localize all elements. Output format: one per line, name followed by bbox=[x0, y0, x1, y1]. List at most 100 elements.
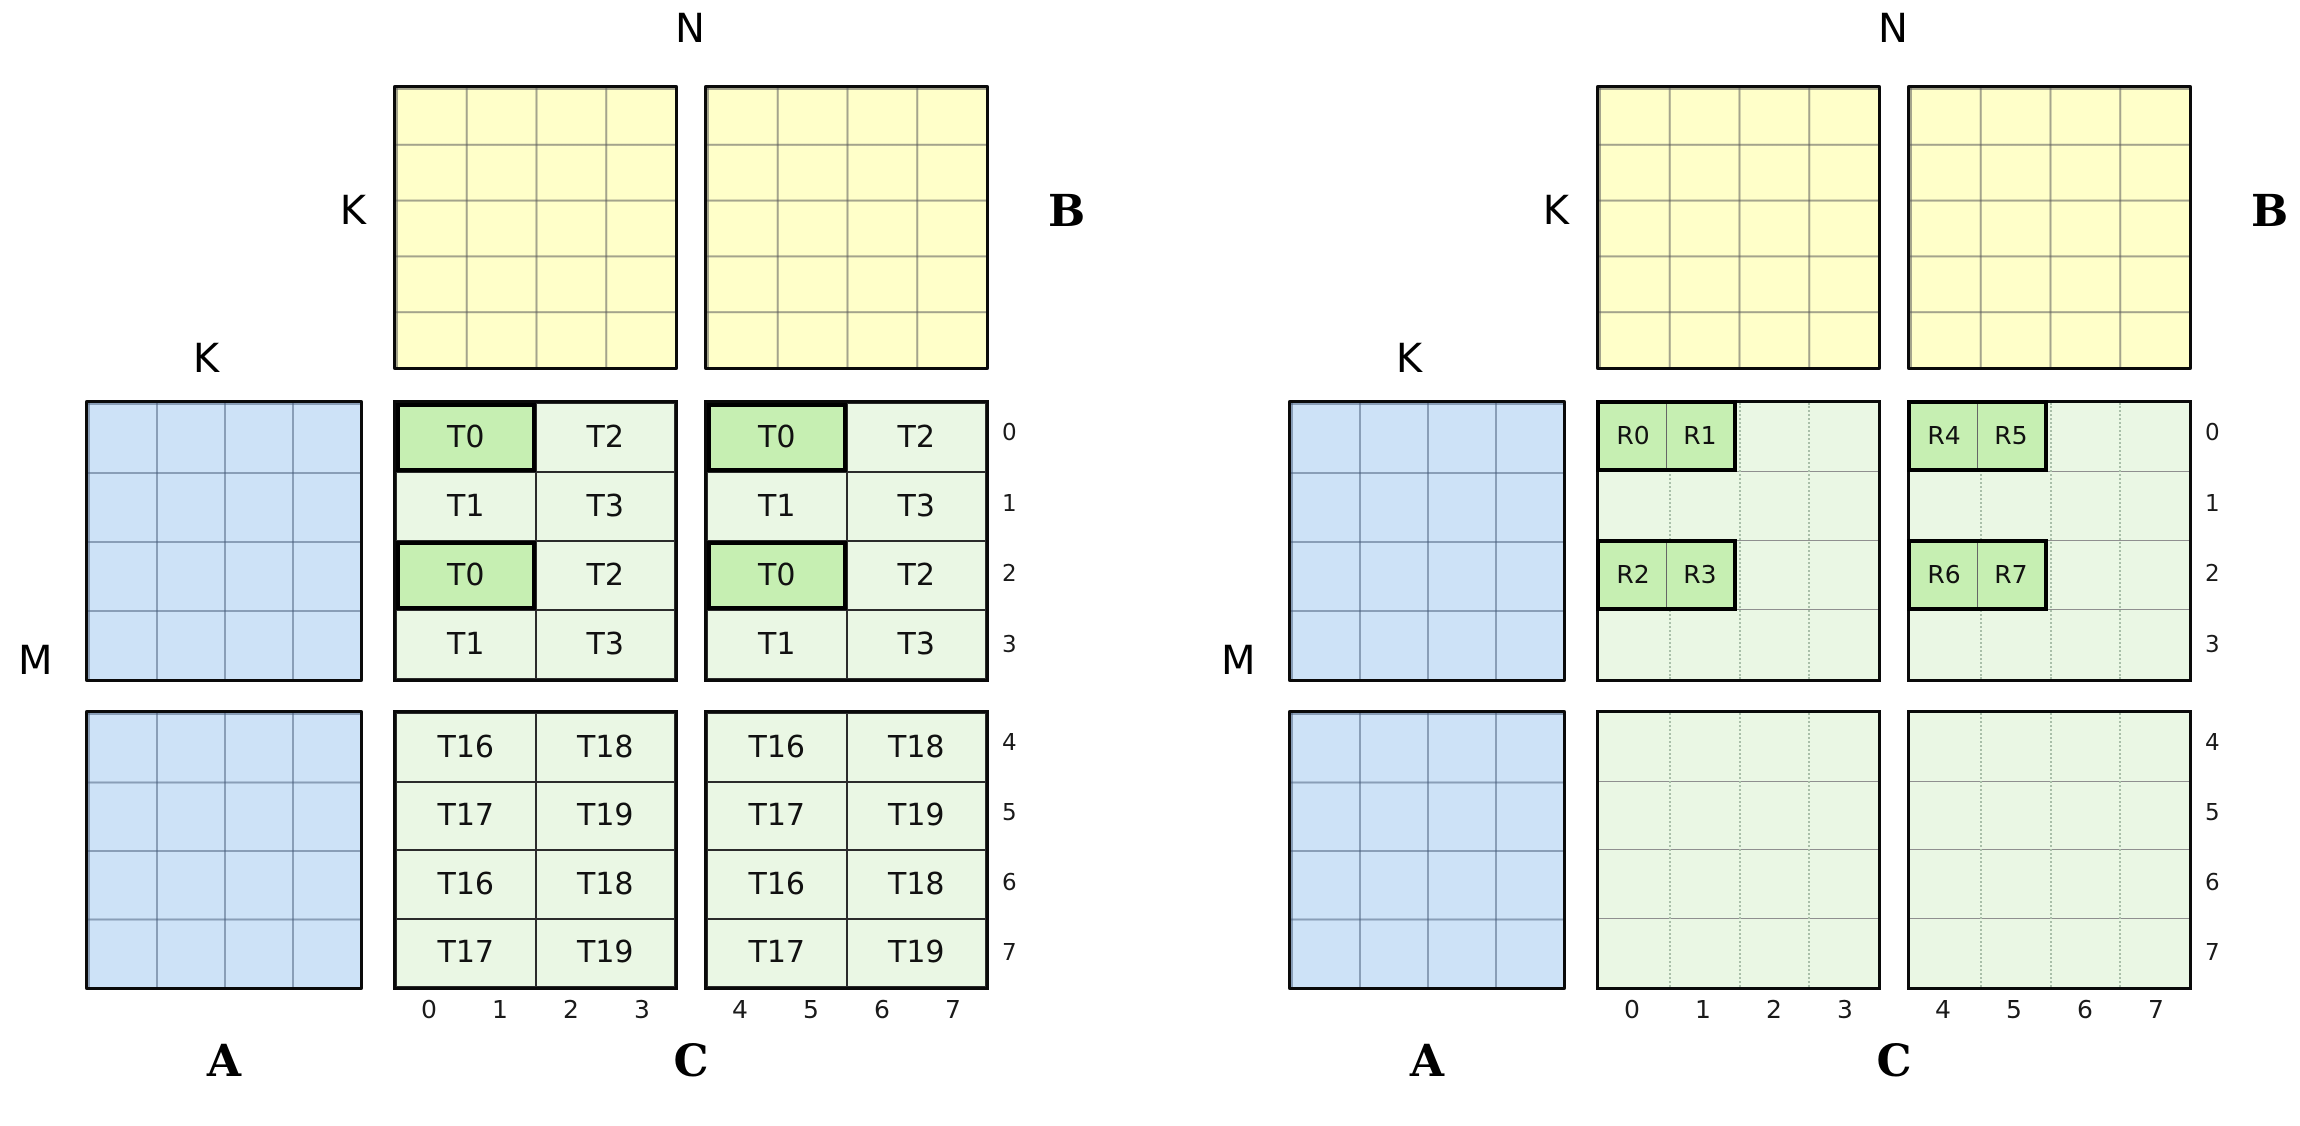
c-row-index: 3 bbox=[2205, 632, 2220, 658]
dotted-col-divider bbox=[2049, 713, 2052, 987]
register-tiling-diagram: N K B K M A R0 R1 R2 R3 bbox=[1203, 0, 2300, 1126]
dotted-col-divider bbox=[1808, 403, 1811, 679]
c-thread-cell: T2 bbox=[846, 541, 986, 610]
c-thread-cell: T18 bbox=[846, 713, 986, 782]
matrix-c-label: C bbox=[673, 1036, 709, 1087]
register-cell: R1 bbox=[1683, 421, 1717, 451]
c-row-index: 1 bbox=[2205, 491, 2220, 517]
c-thread-cell: T19 bbox=[846, 781, 986, 850]
c-thread-cell-highlighted: T0 bbox=[707, 403, 847, 472]
c-thread-cell: T3 bbox=[535, 472, 675, 541]
register-cell: R6 bbox=[1911, 543, 1978, 607]
matrix-a-block-top bbox=[85, 400, 363, 682]
register-cell: R7 bbox=[1994, 560, 2028, 590]
matrix-a-label: A bbox=[206, 1036, 242, 1087]
dotted-col-divider bbox=[1738, 713, 1741, 987]
c-thread-cell: T1 bbox=[707, 610, 847, 679]
c-thread-cell: T3 bbox=[535, 610, 675, 679]
c-row-index: 5 bbox=[1002, 800, 1017, 826]
c-row-index: 1 bbox=[1002, 491, 1017, 517]
c-thread-cell: T16 bbox=[396, 713, 536, 782]
c-col-index: 3 bbox=[1837, 995, 1853, 1024]
dotted-col-divider bbox=[2119, 713, 2122, 987]
thread-tiling-diagram: N K B K M A T0 T2 T1 T3 T0 T2 T1 T3 T0 T… bbox=[18, 6, 1086, 1087]
register-box: R6 R7 bbox=[1907, 539, 2048, 611]
c-thread-cell: T1 bbox=[396, 472, 536, 541]
c-thread-cell: T3 bbox=[846, 610, 986, 679]
c-thread-cell: T3 bbox=[846, 472, 986, 541]
c-thread-cell: T1 bbox=[396, 610, 536, 679]
c-thread-cell-highlighted: T0 bbox=[396, 541, 536, 610]
c-col-index: 7 bbox=[945, 995, 961, 1024]
register-box: R0 R1 bbox=[1596, 400, 1737, 472]
c-col-index: 4 bbox=[1935, 995, 1951, 1024]
c-thread-cell-highlighted: T0 bbox=[707, 541, 847, 610]
m-dimension-label: M bbox=[18, 638, 53, 684]
matrix-a-block-top bbox=[1288, 400, 1566, 682]
c-col-index: 2 bbox=[1766, 995, 1782, 1024]
matrix-b-label: B bbox=[2251, 186, 2289, 237]
c-quadrant-top-right: T0 T2 T1 T3 T0 T2 T1 T3 bbox=[704, 400, 989, 682]
register-cell: R0 bbox=[1600, 404, 1667, 468]
register-cell: R4 bbox=[1911, 404, 1978, 468]
c-col-index: 0 bbox=[1624, 995, 1640, 1024]
n-dimension-label: N bbox=[1878, 6, 1908, 52]
c-row-index: 6 bbox=[2205, 870, 2220, 896]
c-col-index: 3 bbox=[634, 995, 650, 1024]
c-col-index: 2 bbox=[563, 995, 579, 1024]
matrix-a-block-bottom bbox=[1288, 710, 1566, 990]
c-thread-cell: T18 bbox=[535, 850, 675, 919]
c-thread-cell: T2 bbox=[535, 403, 675, 472]
register-box: R2 R3 bbox=[1596, 539, 1737, 611]
c-row-index: 7 bbox=[1002, 940, 1017, 966]
c-col-index: 5 bbox=[803, 995, 819, 1024]
c-thread-cell: T16 bbox=[707, 850, 847, 919]
k-dimension-label-b: K bbox=[1542, 188, 1569, 234]
c-thread-cell: T2 bbox=[846, 403, 986, 472]
c-thread-cell: T19 bbox=[846, 918, 986, 987]
matrix-b-label: B bbox=[1048, 186, 1086, 237]
c-col-index: 1 bbox=[1695, 995, 1711, 1024]
c-quadrant-top-left: R0 R1 R2 R3 bbox=[1596, 400, 1881, 682]
matrix-b-block-right bbox=[1907, 85, 2192, 370]
dotted-col-divider bbox=[1738, 403, 1741, 679]
matrix-a-block-bottom bbox=[85, 710, 363, 990]
c-row-index: 0 bbox=[1002, 420, 1017, 446]
c-row-index: 3 bbox=[1002, 632, 1017, 658]
register-cell: R2 bbox=[1600, 543, 1667, 607]
k-dimension-label-a: K bbox=[192, 336, 220, 382]
k-dimension-label-b: K bbox=[339, 188, 366, 234]
c-thread-cell: T2 bbox=[535, 541, 675, 610]
c-row-index: 2 bbox=[1002, 561, 1017, 587]
matrix-c-label: C bbox=[1876, 1036, 1912, 1087]
c-quadrant-bottom-right bbox=[1907, 710, 2192, 990]
matrix-b-block-left bbox=[1596, 85, 1881, 370]
matrix-a-label: A bbox=[1409, 1036, 1445, 1087]
c-col-index: 4 bbox=[732, 995, 748, 1024]
dotted-col-divider bbox=[1979, 713, 1982, 987]
c-col-index: 6 bbox=[874, 995, 890, 1024]
c-col-index: 6 bbox=[2077, 995, 2093, 1024]
c-thread-cell: T19 bbox=[535, 781, 675, 850]
register-cell: R3 bbox=[1683, 560, 1717, 590]
c-row-index: 7 bbox=[2205, 940, 2220, 966]
c-quadrant-top-right: R4 R5 R6 R7 bbox=[1907, 400, 2192, 682]
c-row-index: 0 bbox=[2205, 420, 2220, 446]
c-thread-cell: T17 bbox=[396, 918, 536, 987]
c-quadrant-bottom-left bbox=[1596, 710, 1881, 990]
c-row-index: 5 bbox=[2205, 800, 2220, 826]
matrix-b-block-right bbox=[704, 85, 989, 370]
c-thread-cell: T18 bbox=[846, 850, 986, 919]
c-row-index: 4 bbox=[2205, 730, 2220, 756]
c-thread-cell: T1 bbox=[707, 472, 847, 541]
c-col-index: 5 bbox=[2006, 995, 2022, 1024]
c-thread-cell: T17 bbox=[396, 781, 536, 850]
c-thread-cell-highlighted: T0 bbox=[396, 403, 536, 472]
k-dimension-label-a: K bbox=[1395, 336, 1423, 382]
c-thread-cell: T17 bbox=[707, 781, 847, 850]
c-thread-cell: T16 bbox=[707, 713, 847, 782]
register-cell: R5 bbox=[1994, 421, 2028, 451]
dotted-col-divider bbox=[1808, 713, 1811, 987]
dotted-col-divider bbox=[1668, 713, 1671, 987]
c-row-index: 6 bbox=[1002, 870, 1017, 896]
